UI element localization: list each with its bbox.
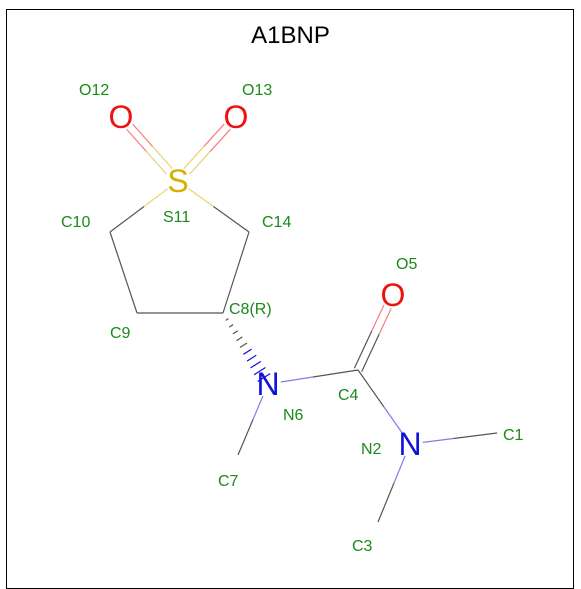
bond-C10-C9 [109,231,138,314]
bond-line [213,206,250,233]
atom-symbol-N6: N [256,366,279,402]
atom-symbol-O5: O [381,277,406,313]
bond-line [252,395,264,420]
bond-line [383,406,404,434]
bond-line [371,304,385,332]
diagram-frame [6,9,574,589]
bond-line [422,437,454,443]
hash-segment [228,324,234,328]
bond-line [377,482,395,523]
bond-line [183,145,205,170]
bond-line [222,272,237,314]
bond-line [312,369,359,378]
atom-label-C10: C10 [61,214,90,231]
bond-S11-O13 [183,123,231,175]
bond-line [152,145,173,170]
bond-line [393,455,406,484]
bond-line [378,308,392,335]
bond-line [109,231,125,273]
atom-symbol-O12: O [109,99,134,135]
bond-N2-C1 [422,432,498,443]
hash-segment [239,342,248,349]
atom-label-C7: C7 [218,473,239,490]
bond-C8(R)-C14 [222,231,250,314]
bond-N6-C7 [237,395,264,456]
bond-line [188,188,214,207]
atom-label-O12: O12 [79,82,109,99]
atom-label-C14: C14 [262,214,291,231]
atom-label-C1: C1 [503,427,524,444]
bond-line [146,151,167,175]
bond-C8(R)-N6 [225,318,271,382]
atom-label-O13: O13 [242,82,272,99]
bond-line [357,369,385,408]
atom-label-C9: C9 [110,325,131,342]
bond-C4-O5 [353,304,392,372]
atom-symbol-S11: S [167,163,188,199]
hash-segment [253,366,266,376]
atom-label-S11: S11 [163,209,190,226]
bond-line [189,151,211,175]
bond-N2-C3 [377,455,406,523]
bond-line [353,330,373,369]
bond-S11-C10 [109,188,168,233]
atom-symbol-O13: O [224,99,249,135]
hash-segment [250,360,262,369]
bond-line [109,206,145,233]
atom-label-N6: N6 [283,407,304,424]
atom-symbol-N2: N [398,426,421,462]
bond-line [453,432,498,440]
atom-label-C8(R): C8(R) [229,301,272,318]
bond-line [122,272,138,314]
bond-line [132,123,153,147]
bond-line [280,376,314,383]
molecule-title: A1BNP [251,22,330,49]
atom-label-C3: C3 [352,538,373,555]
bond-S11-O12 [126,123,173,175]
hash-segment [257,373,271,382]
hash-segment [232,330,239,335]
hash-segment [243,348,252,355]
atom-label-C4: C4 [338,387,359,404]
bond-line [126,128,147,153]
bond-N6-C4 [280,369,359,383]
bond-line [203,123,225,147]
hash-segment [225,318,229,321]
atom-label-O5: O5 [396,256,417,273]
hash-segment [236,336,243,342]
bond-C4-N2 [357,369,404,434]
atom-label-N2: N2 [361,441,382,458]
hash-segment [246,354,257,362]
bond-line [209,128,231,153]
bond-line [235,231,250,273]
bond-line [237,419,254,456]
bond-S11-C14 [188,188,250,233]
bond-line [143,188,168,207]
bond-line [361,333,380,372]
